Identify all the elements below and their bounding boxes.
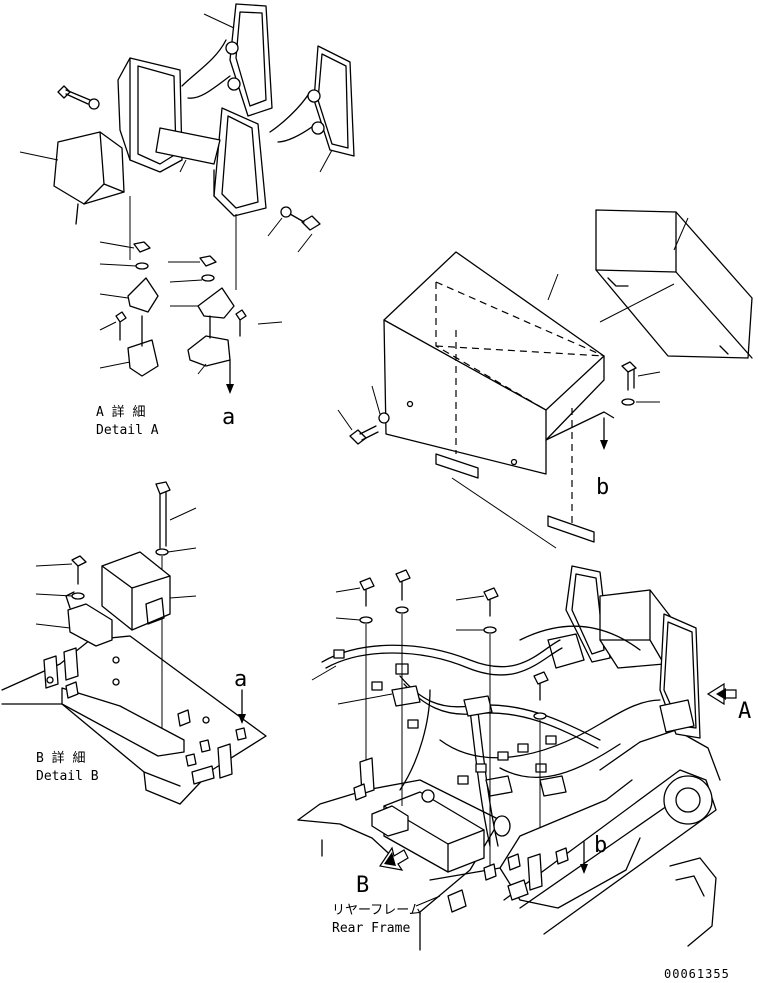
relay-box	[101, 551, 171, 631]
label-arrow-a-mid: a	[234, 667, 247, 692]
rear-frame-label-jp: リヤーフレーム	[332, 903, 422, 918]
label-arrow-b-top: b	[596, 475, 609, 500]
detail-a-assembly: a A 詳 細 Detail A	[19, 3, 355, 438]
detail-b-assembly: a B 詳 細 Detail B	[1, 481, 267, 805]
label-arrow-a-top: a	[222, 405, 235, 430]
rubber-mount-right	[187, 335, 231, 367]
main-assembly: A B b リヤーフレーム Rear Frame	[297, 565, 751, 951]
main-lamp-housing	[565, 565, 611, 663]
rear-frame-label-en: Rear Frame	[332, 921, 410, 936]
rear-frame-outline	[297, 779, 501, 951]
boom-arm	[503, 769, 717, 935]
label-arrow-b-bottom: b	[594, 833, 607, 858]
detail-b-title-jp: B 詳 細	[36, 750, 85, 766]
detail-a-title-jp: A 詳 細	[96, 404, 145, 420]
mount-bracket-left	[127, 277, 159, 313]
cover	[383, 251, 605, 475]
rubber-strip-right	[547, 515, 595, 543]
main-relay-box	[383, 791, 485, 873]
label-view-a: A	[738, 699, 751, 724]
label-view-b: B	[356, 873, 369, 898]
rubber-mount-left	[127, 339, 159, 377]
drawing-number: 00061355	[664, 967, 730, 981]
cover-assembly: b	[337, 209, 753, 549]
detail-a-title-en: Detail A	[96, 423, 159, 438]
work-lamp	[53, 131, 125, 205]
detail-b-title-en: Detail B	[36, 769, 99, 784]
rubber-strip-left	[435, 453, 479, 479]
mount-bracket-right	[197, 287, 235, 319]
wiring-harness	[321, 639, 561, 668]
